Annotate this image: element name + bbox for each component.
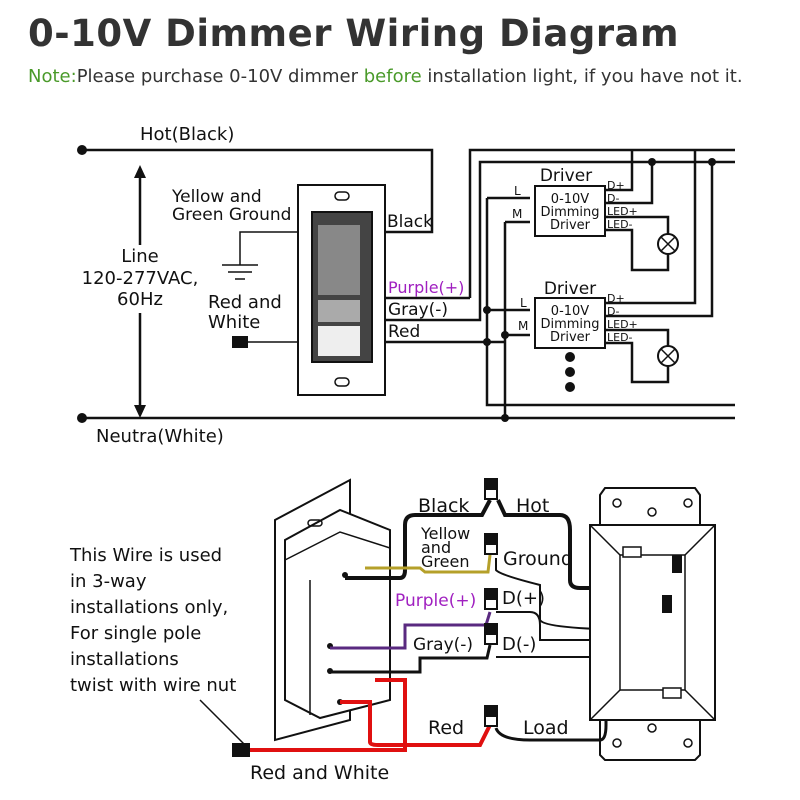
red-white-label-2: White	[208, 312, 260, 333]
yellow-green-wire	[365, 554, 492, 574]
dplus-wire	[496, 600, 691, 641]
red-white-label-1: Red and	[208, 292, 282, 313]
led2-wires	[600, 328, 670, 384]
yellow-label: Yellow	[420, 524, 470, 543]
dimmer-device	[274, 478, 391, 742]
red-white-label: Red and White	[250, 762, 389, 784]
svg-text:LED+: LED+	[607, 318, 638, 331]
driver1-dim-wires	[600, 150, 654, 205]
svg-text:Driver: Driver	[550, 330, 591, 345]
wire-nut-icon	[232, 336, 248, 348]
svg-text:0-10V: 0-10V	[551, 192, 590, 207]
svg-text:L: L	[520, 296, 527, 310]
svg-text:D+: D+	[607, 179, 625, 192]
hot-label: Hot	[516, 495, 549, 517]
ground-label-2: Green Ground	[172, 205, 291, 225]
ground-symbol-icon	[222, 231, 305, 280]
svg-text:Driver: Driver	[550, 218, 591, 233]
svg-text:L: L	[514, 184, 521, 198]
dimmer-switch	[297, 184, 386, 396]
green-label: Green	[421, 552, 469, 571]
lamp-icon	[657, 233, 679, 255]
driver-1: Driver 0-10V Dimming Driver L M D+ D- LE…	[512, 166, 638, 237]
note-line: This Wire is used	[69, 545, 222, 566]
purple-wire	[330, 611, 492, 650]
page-title: 0-10V Dimmer Wiring Diagram	[28, 12, 680, 55]
hot-wire	[496, 499, 634, 590]
load-label: Load	[523, 717, 569, 739]
note-line: installations only,	[70, 597, 228, 618]
l-bus	[485, 196, 735, 407]
svg-text:M: M	[512, 207, 522, 221]
svg-text:D+: D+	[607, 292, 625, 305]
more-drivers-dots	[565, 352, 575, 392]
driver-2: Driver 0-10V Dimming Driver L M D+ D- LE…	[518, 279, 638, 349]
svg-text:LED+: LED+	[607, 205, 638, 218]
wire-nut-icon	[484, 478, 498, 500]
wire-nut-icon	[484, 588, 498, 610]
svg-text:D-: D-	[607, 305, 619, 318]
red-label: Red	[388, 322, 420, 342]
driver2-dim-wires	[600, 150, 714, 318]
svg-text:LED-: LED-	[607, 331, 633, 344]
purple-label: Purple(+)	[395, 591, 476, 611]
wire-nut-icon	[484, 533, 498, 555]
ground-label-1: Yellow and	[171, 187, 262, 207]
line-label-box	[70, 245, 210, 313]
driver2-inputs	[487, 308, 530, 337]
svg-text:Driver: Driver	[544, 279, 596, 299]
junction-box	[589, 487, 716, 761]
hot-wire	[82, 148, 434, 234]
svg-text:M: M	[518, 319, 528, 333]
svg-text:LED-: LED-	[607, 218, 633, 231]
black-label: Black	[418, 495, 469, 517]
svg-text:0-10V: 0-10V	[551, 304, 590, 319]
note-text-1: Please purchase 0-10V dimmer	[76, 66, 364, 87]
neutral-label: Neutra(White)	[96, 426, 224, 447]
note-highlight: before	[363, 66, 422, 87]
wire-nut-icon	[484, 705, 498, 727]
lamp-icon	[657, 345, 679, 367]
gray-label: Gray(-)	[413, 635, 473, 655]
hot-label: Hot(Black)	[140, 124, 234, 145]
note-line: twist with wire nut	[70, 675, 236, 696]
black-wire	[345, 499, 492, 580]
m-bus	[503, 220, 530, 418]
gray-wire	[330, 644, 492, 674]
note-label: Note	[28, 66, 71, 87]
note-line: For single pole	[70, 623, 201, 644]
purple-wire	[468, 148, 735, 298]
svg-text:Driver: Driver	[540, 166, 592, 186]
wire-nut-icon	[484, 623, 498, 645]
svg-text:D-: D-	[607, 192, 619, 205]
top-schematic: Hot(Black) Neutra(White) Line 120-277VAC…	[70, 124, 735, 447]
voltage-label: 120-277VAC,	[82, 268, 199, 289]
pointer-line	[199, 699, 246, 746]
note-text: Note:Please purchase 0-10V dimmer before…	[28, 66, 743, 87]
dplus-label: D(+)	[502, 588, 545, 609]
black-label: Black	[387, 212, 433, 232]
line-label: Line	[121, 246, 159, 267]
note-text-2: installation light, if you have not it.	[421, 66, 743, 87]
note-line: in 3-way	[70, 571, 147, 592]
and-label: and	[421, 538, 451, 557]
red-wire	[250, 678, 492, 752]
svg-text:Dimming: Dimming	[540, 317, 599, 332]
note-line: installations	[70, 649, 179, 670]
led1-wires	[600, 215, 670, 272]
svg-text:Dimming: Dimming	[540, 205, 599, 220]
note-colon: :	[70, 66, 77, 87]
bottom-illustration: This Wire is used in 3-way installations…	[69, 478, 716, 784]
frequency-label: 60Hz	[117, 289, 163, 310]
dminus-label: D(-)	[502, 634, 536, 655]
red-label: Red	[428, 717, 464, 739]
ground-label: Ground	[503, 548, 573, 570]
gray-wire	[385, 160, 735, 322]
wire-nut-icon	[232, 743, 250, 757]
purple-label: Purple(+)	[388, 278, 464, 297]
gray-label: Gray(-)	[388, 300, 448, 320]
